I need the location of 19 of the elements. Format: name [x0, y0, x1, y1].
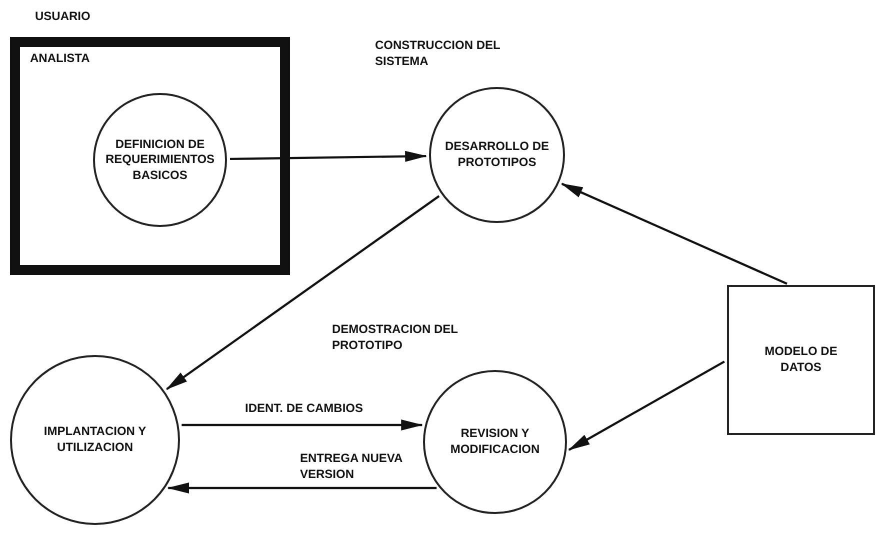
entity-box: [727, 285, 875, 435]
node-label: DESARROLLO DE PROTOTIPOS: [444, 139, 550, 171]
process-circle: [93, 93, 227, 227]
arrow: [230, 150, 428, 162]
arrow: [167, 482, 437, 494]
arrow: [182, 420, 424, 430]
actor-heading: USUARIO: [35, 9, 90, 23]
arrow: [166, 195, 440, 390]
process-circle: [429, 87, 565, 223]
node-label: REVISION Y MODIFICACION: [449, 426, 541, 458]
arrow: [568, 360, 725, 451]
arrow: [560, 182, 788, 285]
process-circle: [10, 355, 180, 525]
stage-caption: CONSTRUCCION DEL SISTEMA: [375, 38, 502, 70]
node-label: IMPLANTACION Y UTILIZACION: [42, 424, 148, 456]
role-label: ANALISTA: [30, 51, 90, 65]
process-circle: [423, 370, 567, 514]
node-label: DEFINICION DE REQUERIMIENTOS BASICOS: [104, 136, 216, 184]
node-label: MODELO DE DATOS: [764, 344, 838, 376]
